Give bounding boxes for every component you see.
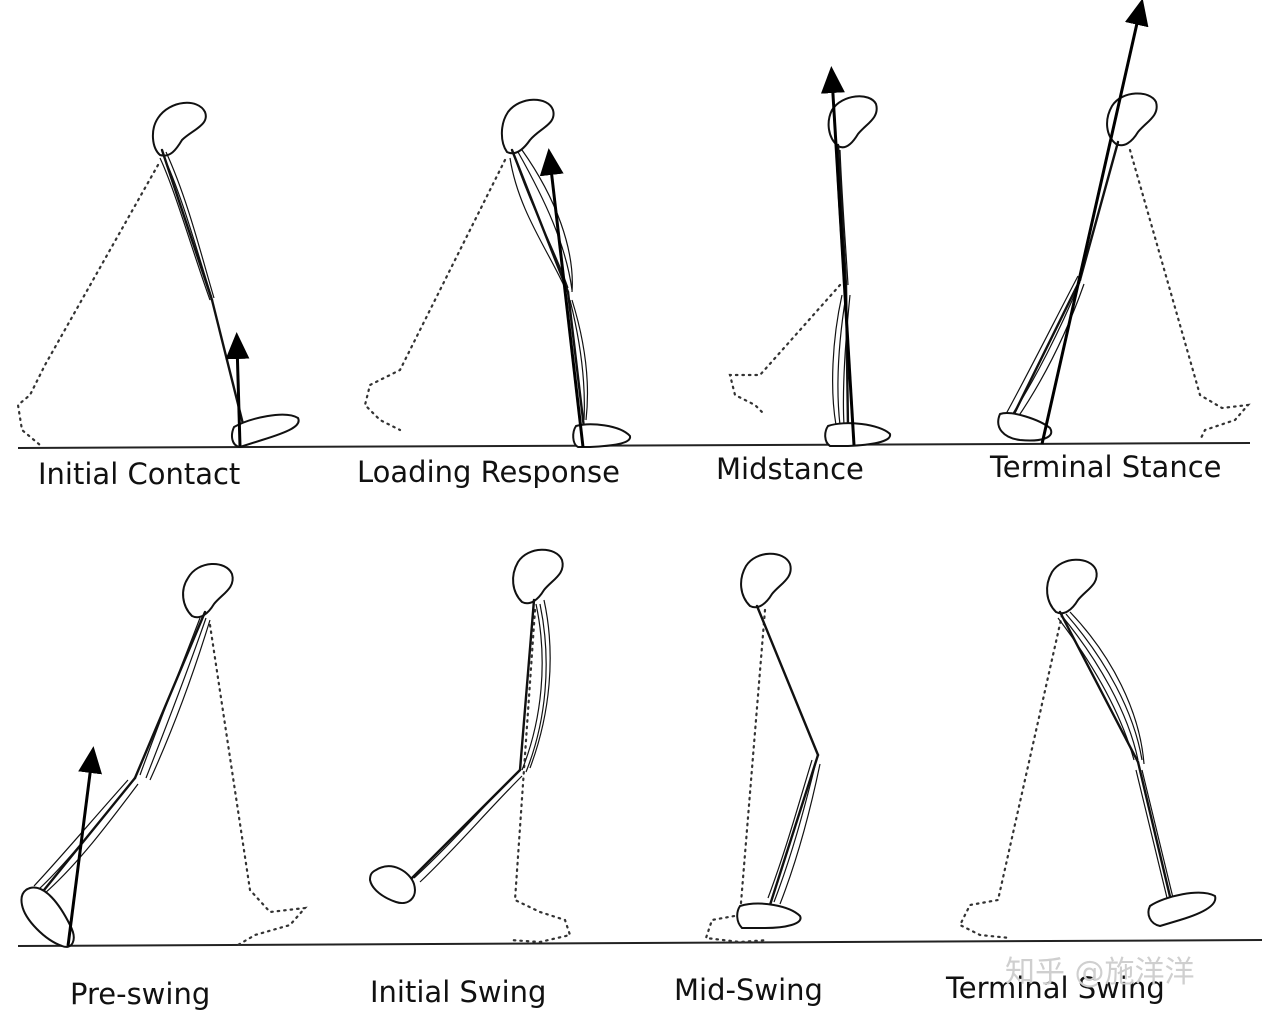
calf-muscles (832, 294, 851, 426)
contralateral-limb-dotted (704, 608, 770, 944)
figure-terminal-stance (997, 0, 1251, 445)
foot (1147, 891, 1217, 927)
figure-initial-contact (16, 101, 300, 448)
ground-line-top (17, 442, 1251, 449)
foot (572, 423, 631, 448)
calf-muscles (1005, 275, 1085, 421)
contralateral-limb-dotted (728, 283, 842, 417)
phase-label-terminal-stance: Terminal Stance (989, 450, 1222, 484)
phase-label-loading-response: Loading Response (357, 455, 620, 489)
phase-label-terminal-swing: Terminal Swing (945, 971, 1165, 1005)
thigh-bone (836, 143, 848, 287)
phase-label-initial-swing: Initial Swing (370, 975, 546, 1009)
hamstring-muscles (1057, 611, 1145, 765)
contralateral-limb-dotted (1128, 148, 1251, 442)
shank-bone (768, 753, 820, 907)
figure-initial-swing (369, 548, 572, 944)
figure-terminal-swing (958, 558, 1217, 940)
shank-muscles (33, 779, 139, 895)
pelvis (152, 101, 207, 157)
phase-label-pre-swing: Pre-swing (70, 977, 210, 1011)
contralateral-limb-dotted (508, 608, 572, 944)
figure-pre-swing (20, 563, 308, 948)
pelvis (500, 98, 555, 155)
contralateral-limb-dotted (958, 613, 1064, 940)
shank-muscles (569, 299, 589, 421)
figure-mid-swing (704, 552, 821, 944)
pelvis (740, 552, 792, 609)
phase-label-mid-swing: Mid-Swing (674, 973, 823, 1007)
watermark: 知乎 @施洋洋 (1005, 955, 1195, 990)
shank-bone (1010, 278, 1082, 420)
foot (231, 413, 300, 448)
phase-label-midstance: Midstance (716, 452, 864, 486)
thigh-muscles (139, 617, 211, 781)
foot (369, 865, 416, 904)
thigh-bone (755, 604, 820, 757)
quadriceps-muscles (509, 149, 573, 293)
ground-reaction-force-arrow (66, 746, 103, 947)
ground-reaction-force-arrow (820, 66, 856, 446)
ground-line-bottom (17, 939, 1263, 947)
contralateral-limb-dotted (16, 163, 160, 447)
thigh-bone (1058, 610, 1140, 764)
thigh-bone (160, 148, 214, 302)
ground-reaction-force-arrow (539, 148, 585, 448)
contralateral-limb-dotted (363, 158, 507, 432)
pelvis (1046, 558, 1098, 615)
shank-bone (1136, 760, 1174, 907)
thigh-muscles (521, 599, 551, 773)
contralateral-limb-dotted (208, 623, 308, 947)
foot (736, 902, 802, 929)
thigh-bone (518, 598, 536, 772)
shank-muscles (767, 759, 821, 905)
thigh-bone (1078, 140, 1120, 282)
pelvis (512, 548, 564, 605)
ground-reaction-force-arrow (225, 332, 250, 447)
pelvis (827, 95, 878, 149)
shank-muscles (413, 773, 523, 883)
shank-bone (566, 290, 586, 430)
phase-label-initial-contact: Initial Contact (38, 457, 240, 491)
figure-midstance (728, 66, 891, 447)
pelvis (182, 563, 234, 619)
foot (824, 422, 891, 447)
shank-muscles (1135, 769, 1175, 903)
foot (20, 886, 75, 948)
thigh-muscles (159, 151, 215, 301)
figure-loading-response (363, 98, 631, 448)
ground-reaction-force-arrow (1040, 0, 1149, 445)
